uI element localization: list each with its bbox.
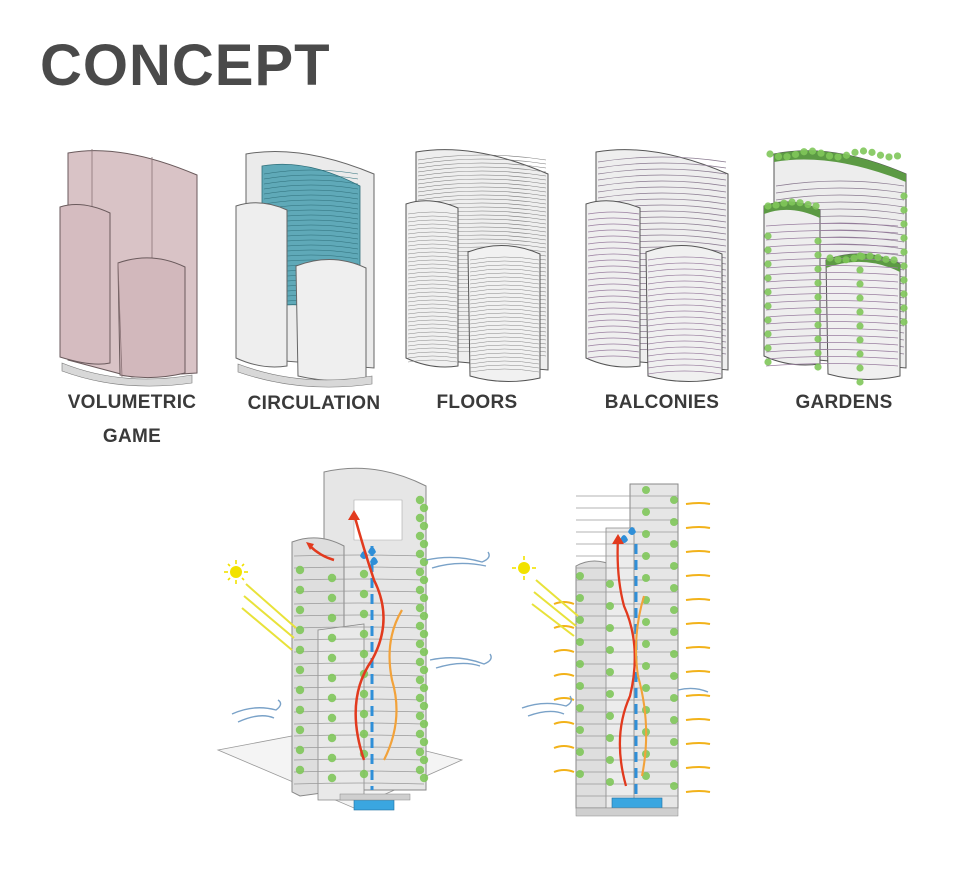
vegetation-icon <box>576 486 678 790</box>
floors-model <box>405 149 549 383</box>
volumetric-game-model <box>59 149 198 387</box>
left-section-diagram <box>216 467 492 811</box>
balconies-model <box>585 149 729 383</box>
stage-label-floors: FLOORS <box>436 392 518 413</box>
pool-icon <box>353 799 395 811</box>
stage-label-gardens: GARDENS <box>795 392 893 413</box>
stage-label-balconies: BALCONIES <box>604 392 720 413</box>
page-title: CONCEPT <box>40 33 331 98</box>
right-section-diagram <box>512 483 711 817</box>
wind-icon <box>231 551 492 723</box>
stage-label-circulation: CIRCULATION <box>247 393 381 414</box>
sun-icon <box>224 560 248 584</box>
circulation-model <box>235 151 375 388</box>
vegetation-icon <box>764 147 908 386</box>
vegetation-icon <box>295 495 429 783</box>
airflow-arrow-icon <box>352 513 385 761</box>
gardens-model <box>763 147 908 386</box>
